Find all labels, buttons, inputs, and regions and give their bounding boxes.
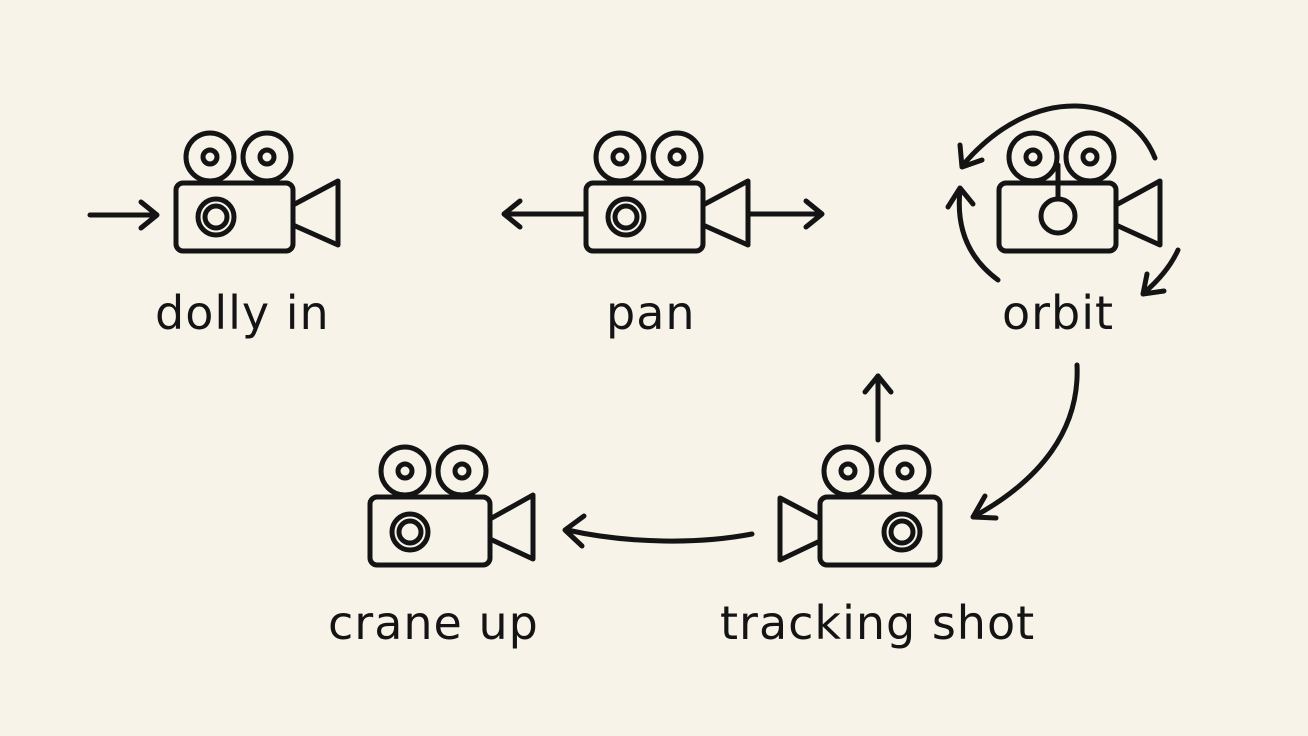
tracking-to-crane-arrow-icon [562, 513, 755, 549]
orbit-arrows-icon [945, 103, 1181, 297]
pan-right-arrow-icon [747, 198, 825, 230]
label-dolly-in: dolly in [155, 286, 330, 340]
label-crane-up: crane up [328, 596, 539, 650]
camera-pan-icon [583, 130, 751, 254]
camera-crane-up-icon [367, 444, 536, 568]
tracking-up-arrow-icon [862, 373, 894, 443]
pan-left-arrow-icon [501, 198, 587, 230]
dolly-in-arrow-icon [87, 199, 160, 231]
camera-dolly-in-icon [173, 130, 341, 254]
camera-orbit-icon [996, 130, 1163, 254]
label-tracking-shot: tracking shot [720, 596, 1036, 650]
label-orbit: orbit [1002, 286, 1115, 340]
orbit-to-tracking-arrow-icon [970, 362, 1080, 521]
camera-tracking-shot-icon [777, 444, 943, 568]
label-pan: pan [606, 286, 696, 340]
